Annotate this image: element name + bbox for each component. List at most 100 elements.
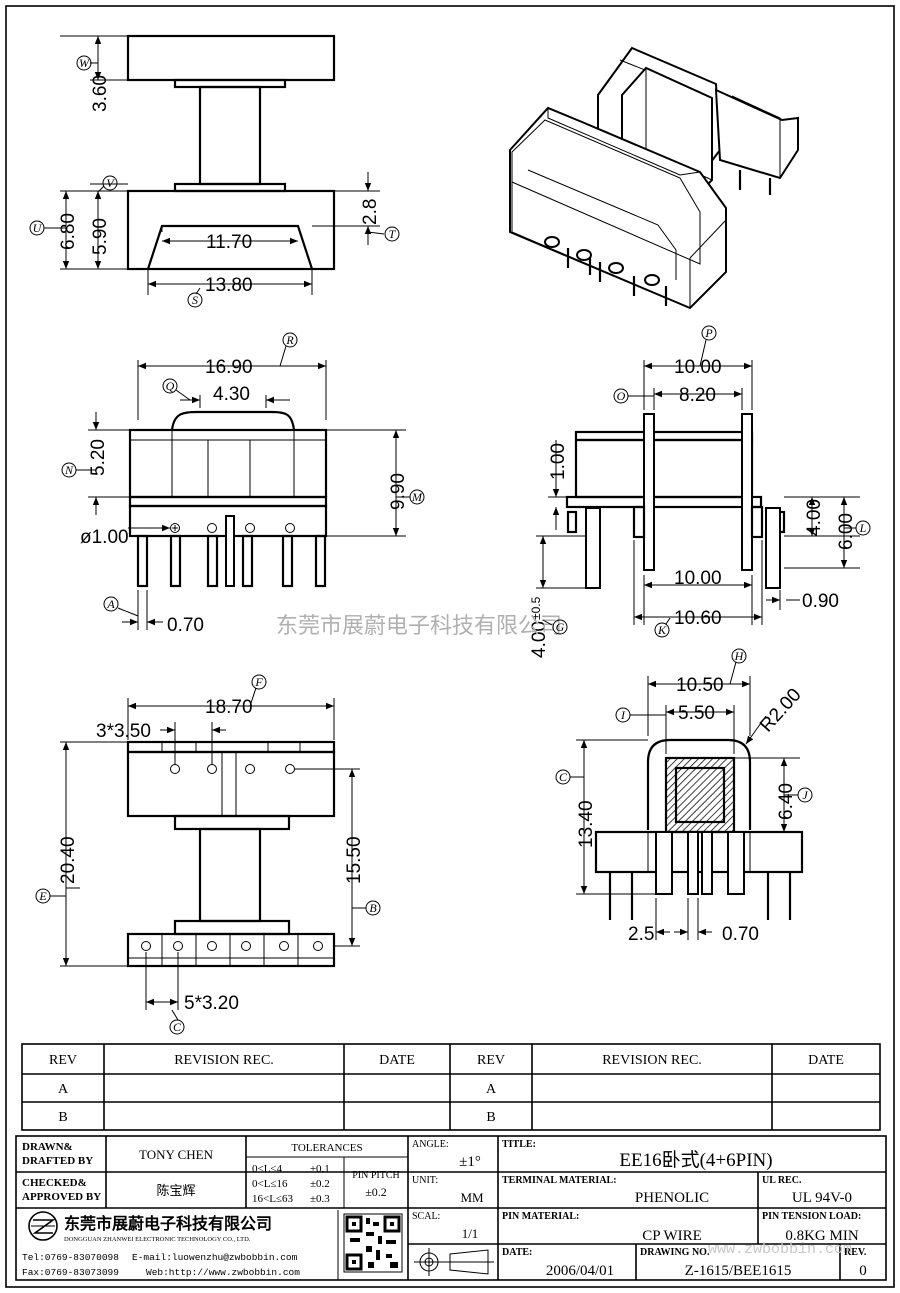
dim-pin-width: 0.70 — [167, 615, 204, 636]
company-tel: Tel:0769-83070098 — [22, 1252, 119, 1263]
callout-g: G — [542, 619, 568, 635]
callout-labels: W V U T S R Q N M A P O L K G F H I C J … — [29, 55, 871, 1035]
callout-b: B — [352, 900, 381, 916]
callout-s: S — [187, 287, 203, 308]
dim-end-width: 10.50 — [676, 675, 724, 696]
callout-l: L — [844, 520, 871, 536]
dim-side-pin-total: 6.00 — [836, 513, 857, 550]
checked-value: 陈宝辉 — [156, 1183, 195, 1198]
svg-text:F: F — [254, 675, 263, 689]
checked-label-2: APPROVED BY — [22, 1191, 101, 1203]
projection-symbol-icon — [414, 1248, 494, 1276]
unit-value: MM — [460, 1190, 484, 1205]
rev-header-5: REVISION REC. — [602, 1053, 702, 1068]
date-value: 2006/04/01 — [546, 1263, 614, 1279]
pin-material-label: PIN MATERIAL: — [502, 1211, 579, 1222]
tol-value-3: ±0.3 — [310, 1193, 330, 1205]
rev-header-3: DATE — [379, 1053, 415, 1068]
dim-pin-dia: ø1.00 — [80, 527, 129, 548]
svg-text:I: I — [620, 708, 626, 722]
title-block: DRAWN& DRAFTED BY TONY CHEN CHECKED& APP… — [15, 1135, 887, 1281]
dim-front-width: 16.90 — [205, 357, 253, 378]
tol-range-1: 0<L≤4 — [252, 1163, 282, 1175]
company-web: Web:http://www.zwbobbin.com — [146, 1267, 300, 1278]
callout-a: A — [103, 596, 139, 617]
dim-bottom-length: 20.40 — [58, 836, 79, 884]
unit-label: UNIT: — [412, 1175, 438, 1186]
svg-text:E: E — [38, 889, 47, 903]
rev-header-2: REVISION REC. — [174, 1053, 274, 1068]
callout-q: Q — [162, 378, 191, 401]
pin-pitch-label: PIN PITCH — [352, 1170, 400, 1181]
rev-header-1: REV — [49, 1053, 77, 1068]
drawn-label-2: DRAFTED BY — [22, 1155, 93, 1167]
svg-text:P: P — [704, 326, 713, 340]
dim-bottom-pitch: 3*3.50 — [96, 721, 151, 742]
isometric-view — [509, 46, 799, 310]
dim-side-step: 1.00 — [548, 443, 569, 480]
dim-side-tolerance: ±0.5 — [529, 596, 543, 620]
callout-c: C — [169, 1009, 185, 1035]
tol-value-2: ±0.2 — [310, 1178, 330, 1190]
svg-text:Q: Q — [166, 379, 175, 393]
revision-table: REV REVISION REC. DATE REV REVISION REC.… — [21, 1043, 881, 1131]
title-value: EE16卧式(4+6PIN) — [619, 1149, 772, 1171]
svg-text:C: C — [173, 1020, 182, 1034]
callout-f: F — [249, 674, 267, 707]
dim-top-height: 3.60 — [90, 75, 111, 112]
callout-n: N — [61, 462, 96, 478]
svg-text:A: A — [106, 597, 115, 611]
svg-text:V: V — [106, 176, 115, 190]
callout-i: I — [615, 707, 666, 723]
scale-value: 1/1 — [462, 1226, 479, 1241]
ul-label: UL REC. — [762, 1175, 802, 1186]
callout-m: M — [396, 489, 425, 505]
ul-value: UL 94V-0 — [792, 1190, 852, 1206]
bottom-view: 18.70 3*3.50 20.40 15.50 5*3.20 — [58, 697, 365, 1014]
pin-pitch-value: ±0.2 — [365, 1185, 387, 1199]
callout-k: K — [654, 617, 671, 638]
callout-v: V — [97, 175, 118, 193]
pin-material-value: CP WIRE — [642, 1228, 702, 1244]
callout-u: U — [29, 220, 66, 236]
svg-text:J: J — [802, 788, 808, 802]
tol-value-1: ±0.1 — [310, 1163, 330, 1175]
watermark-text: 东莞市展蔚电子科技有限公司 — [276, 614, 562, 639]
callout-o: O — [613, 388, 654, 404]
svg-text:C: C — [559, 770, 568, 784]
tol-range-2: 0<L≤16 — [252, 1178, 288, 1190]
tension-value: 0.8KG MIN — [785, 1228, 858, 1244]
tolerances-label: TOLERANCES — [291, 1142, 362, 1154]
title-label: TITLE: — [502, 1139, 536, 1150]
dim-end-core: 5.50 — [678, 703, 715, 724]
drawing-number-label: DRAWING NO. — [640, 1247, 710, 1258]
checked-label-1: CHECKED& — [22, 1177, 87, 1189]
dim-top-width: 13.80 — [205, 275, 253, 296]
callout-w: W — [76, 55, 98, 71]
dim-side-bottom-outer: 10.60 — [674, 608, 722, 629]
svg-text:T: T — [389, 227, 397, 241]
company-fax: Fax:0769-83073099 — [22, 1267, 119, 1278]
dim-front-upper: 5.20 — [88, 439, 109, 476]
company-name-en: DONGGUAN ZHANWEI ELECTRONIC TECHNOLOGY C… — [64, 1236, 251, 1243]
dim-front-height: 9.90 — [388, 473, 409, 510]
dim-end-left: 2.5 — [628, 924, 654, 945]
rev-row-b-left: B — [58, 1110, 67, 1125]
drawn-value: TONY CHEN — [139, 1147, 214, 1162]
dim-front-core: 4.30 — [213, 384, 250, 405]
svg-text:S: S — [192, 293, 198, 307]
svg-text:M: M — [411, 490, 423, 504]
dim-bottom-pitch2: 5*3.20 — [184, 993, 239, 1014]
svg-text:G: G — [556, 620, 565, 634]
company-logo — [28, 1211, 58, 1241]
company-email: E-mail:luowenzhu@zwbobbin.com — [132, 1252, 298, 1263]
tol-range-3: 16<L≤63 — [252, 1193, 293, 1205]
svg-text:H: H — [734, 649, 745, 663]
svg-text:W: W — [79, 56, 90, 70]
rev-value: 0 — [859, 1263, 867, 1279]
rev-label: REV. — [844, 1247, 867, 1258]
callout-e: E — [35, 888, 66, 904]
terminal-value: PHENOLIC — [635, 1190, 709, 1206]
rev-header-6: DATE — [808, 1053, 844, 1068]
